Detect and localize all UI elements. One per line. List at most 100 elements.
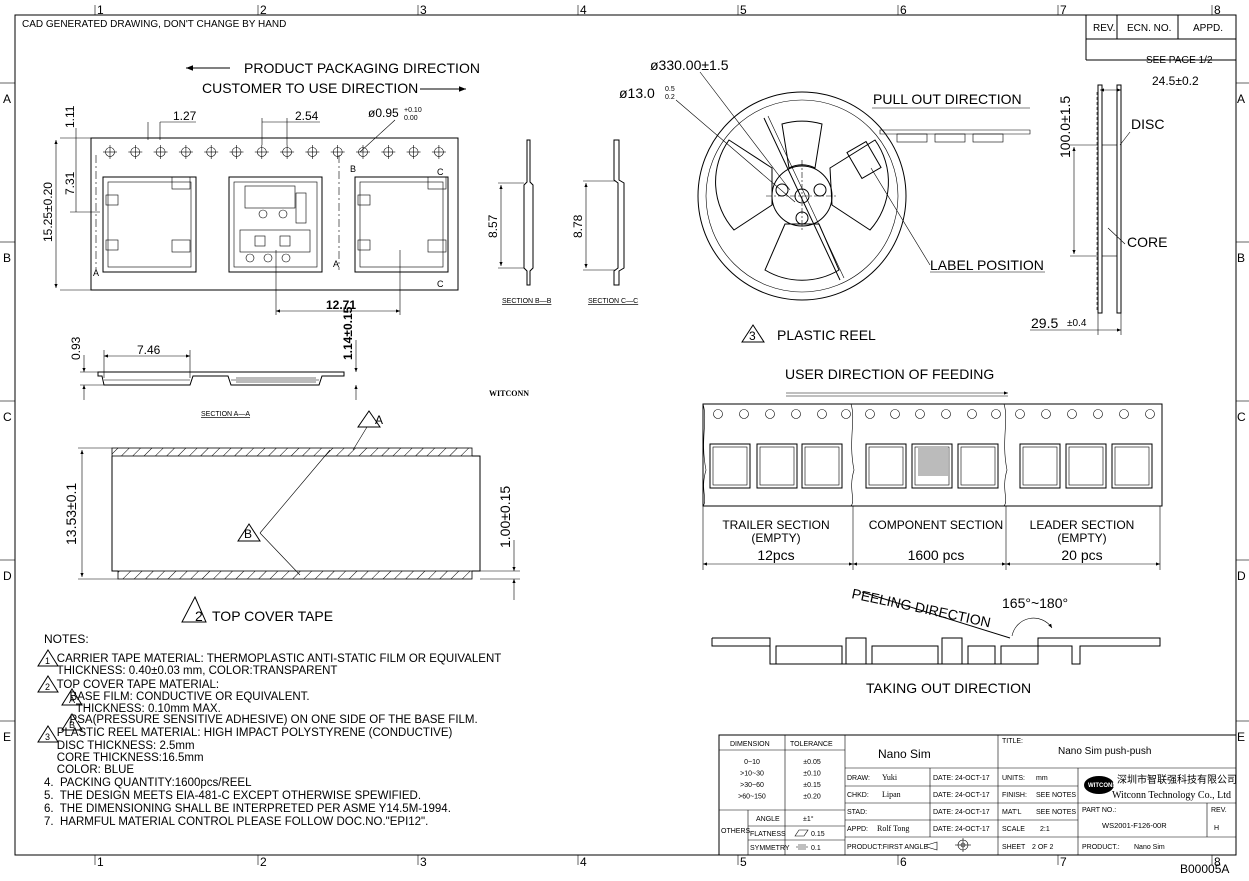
grid-col-bottom: 1 (97, 855, 104, 869)
logo-text: WITCONN (1088, 783, 1117, 789)
tape-section-name: LEADER SECTION (1030, 518, 1135, 532)
feed-hole (841, 409, 851, 419)
tb-tol: ±0.20 (803, 794, 821, 801)
tb-part-no: WS2001-F126-00R (1102, 821, 1167, 830)
tb-sheet: 2 OF 2 (1032, 844, 1054, 851)
tb-symmetry-val: 0.1 (811, 845, 821, 852)
tb-title-label: TITLE: (1002, 738, 1023, 745)
section-arrow-c: C (437, 167, 444, 177)
feed-hole (915, 409, 925, 419)
dim-tape-width: 13.53±0.1 (63, 483, 79, 545)
revision-table: REV. ECN. NO. APPD. SEE PAGE 1/2 (1085, 14, 1237, 66)
tb-date-label: DATE: (933, 809, 953, 816)
note-line: TOP COVER TAPE MATERIAL: (44, 679, 220, 691)
feed-pocket (1111, 443, 1153, 489)
dim-reel-dia: ø330.00±1.5 (650, 57, 729, 73)
tb-projection: PRODUCT:FIRST ANGLE (847, 844, 928, 851)
core-label: CORE (1127, 234, 1167, 250)
section-arrow-c-bottom: C (437, 279, 444, 289)
peeling-label: PEELING DIRECTION (850, 585, 992, 630)
tb-range: >30~60 (740, 782, 764, 789)
dim-093: 0.93 (69, 336, 83, 360)
tb-others: OTHERS (721, 828, 751, 835)
grid-col-top: 6 (900, 3, 907, 17)
label-position: LABEL POSITION (930, 257, 1044, 273)
section-arrow-a-right: A (333, 259, 339, 269)
tb-sheet-label: SHEET (1002, 844, 1026, 851)
dim-111: 1.11 (63, 105, 77, 128)
tape-section-qty: 20 pcs (1061, 547, 1102, 563)
top-cover-tape: 13.53±0.1 1.00±0.15 A B 2 TOP COVER TAPE (63, 410, 520, 624)
note-line: 4. PACKING QUANTITY:1600pcs/REEL (44, 777, 252, 789)
grid-col-top: 8 (1214, 3, 1221, 17)
appd-header: APPD. (1193, 23, 1223, 34)
tb-date: 24-OCT-17 (955, 775, 990, 782)
feed-hole (1145, 409, 1155, 419)
dim-hub-height: 100.0±1.5 (1057, 96, 1073, 158)
feed-hole (890, 409, 900, 419)
tb-date-label: DATE: (933, 826, 953, 833)
tb-rev-label: REV. (1211, 807, 1227, 814)
feed-pocket (709, 443, 751, 489)
reel-side-view: 100.0±1.5 24.5±0.2 DISC CORE 29.5 ±0.4 (1030, 74, 1199, 335)
plastic-reel-label: PLASTIC REEL (777, 327, 876, 343)
feed-pocket (801, 443, 843, 489)
disc-label: DISC (1131, 116, 1164, 132)
tb-stad-label: STAD: (847, 809, 867, 816)
tb-flatness: FLATNESS (750, 831, 786, 838)
tb-scale: 2:1 (1040, 826, 1050, 833)
tb-date: 24-OCT-17 (955, 809, 990, 816)
carrier-tape-top-view: A A B C C 1.27 2.54 ø0.95 +0.10 0.00 15.… (41, 105, 459, 315)
plastic-reel: ø330.00±1.5 ø13.0 0.5 0.2 PULL OUT DIREC… (619, 57, 1045, 343)
grid-row-right: E (1237, 730, 1245, 744)
marker-3: 3 (749, 329, 756, 343)
grid-row-right: D (1237, 569, 1246, 583)
title-block: DIMENSION TOLERANCE 0~10±0.05>10~30±0.10… (718, 734, 1237, 856)
tb-rev: H (1214, 825, 1219, 832)
tb-appd: Rolf Tong (877, 824, 909, 833)
note-line: BASE FILM: CONDUCTIVE OR EQUIVALENT. (44, 691, 310, 703)
feed-pocket (1065, 443, 1107, 489)
tb-chkd: Lipan (882, 790, 901, 799)
section-aa: 0.93 7.46 1.14±0.15 SECTION A—A WITCONN (69, 306, 529, 418)
grid-row-left: E (3, 730, 11, 744)
tb-draw: Yuki (882, 773, 898, 782)
feed-holes (713, 409, 1155, 419)
tb-range: >10~30 (740, 771, 764, 778)
tb-company-cn: 深圳市智联强科技有限公司 (1117, 773, 1237, 786)
grid-col-bottom: 3 (420, 855, 427, 869)
notes-markers: 1 2 A B 3 (37, 649, 83, 743)
tb-tolerance-header: TOLERANCE (790, 741, 833, 748)
tape-section-name: TRAILER SECTION (722, 518, 829, 532)
tb-date-label: DATE: (933, 792, 953, 799)
dim-1271: 12.71 (326, 298, 356, 312)
top-cover-tape-label: TOP COVER TAPE (212, 608, 333, 624)
dim-pitch: 2.54 (295, 109, 319, 123)
note-line: THICKNESS: 0.40±0.03 mm, COLOR:TRANSPARE… (44, 665, 338, 677)
note-line: 6. THE DIMENSIONING SHALL BE INTERPRETED… (44, 803, 451, 815)
note-line: CARRIER TAPE MATERIAL: THERMOPLASTIC ANT… (44, 653, 502, 665)
tb-date: 24-OCT-17 (955, 792, 990, 799)
pocket-left (102, 176, 197, 273)
feed-pocket (911, 443, 953, 489)
tb-range: 0~10 (744, 759, 760, 766)
feed-hole (941, 409, 951, 419)
dim-reel-width-2-tol: ±0.4 (1067, 318, 1087, 329)
tb-scale-label: SCALE (1002, 826, 1025, 833)
feed-hole (791, 409, 801, 419)
dim-hole: ø0.95 (368, 106, 399, 120)
note-line: COLOR: BLUE (44, 764, 135, 776)
grid-col-bottom: 2 (260, 855, 267, 869)
tb-units: mm (1036, 775, 1048, 782)
tb-title: Nano Sim push-push (1058, 746, 1151, 757)
dim-746: 7.46 (137, 343, 161, 357)
rev-header: REV. (1093, 23, 1115, 34)
tb-tol: ±0.05 (803, 759, 821, 766)
tb-tol: ±0.15 (803, 782, 821, 789)
feed-hole (991, 409, 1001, 419)
feed-pocket (756, 443, 798, 489)
tb-product-name: Nano Sim (878, 747, 931, 761)
dim-width: 15.25±0.20 (41, 182, 55, 242)
dim-857: 8.57 (486, 214, 500, 238)
